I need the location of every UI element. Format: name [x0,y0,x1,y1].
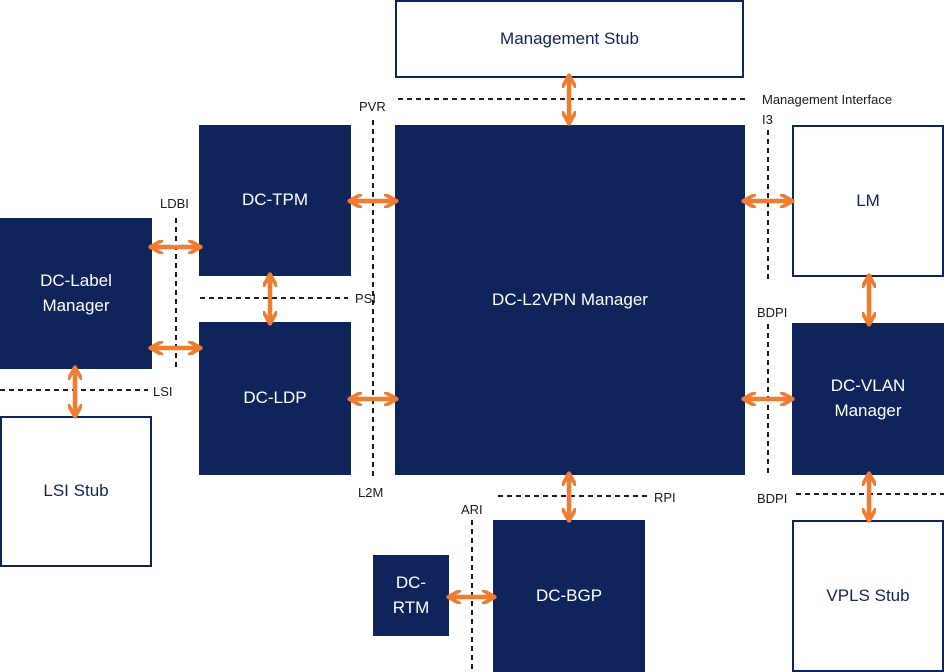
l2m-label: L2M [358,485,384,500]
dc-l2vpn-manager-box: DC-L2VPN Manager [395,125,745,475]
rpi-label: RPI [654,490,676,505]
ldbi-label: LDBI [160,196,189,211]
lsi-stub-box: LSI Stub [0,416,152,567]
lm-box: LM [792,125,944,277]
dc-rtm-box: DC- RTM [373,555,449,636]
dc-tpm-box: DC-TPM [199,125,351,276]
lsi-label: LSI [153,384,173,399]
dc-vlan-manager-box: DC-VLAN Manager [792,323,944,475]
ari-label: ARI [461,502,483,517]
bdpi-lower-label: BDPI [757,491,788,506]
management-interface-label: Management Interface [762,92,893,107]
dc-bgp-box: DC-BGP [493,520,645,672]
vpls-stub-box: VPLS Stub [792,520,944,672]
bdpi-upper-label: BDPI [757,305,788,320]
dc-ldp-box: DC-LDP [199,322,351,475]
pvr-label: PVR [359,99,386,114]
psi-label: PSI [355,291,376,306]
i3-label: I3 [762,112,773,127]
dc-label-manager-box: DC-Label Manager [0,218,152,369]
